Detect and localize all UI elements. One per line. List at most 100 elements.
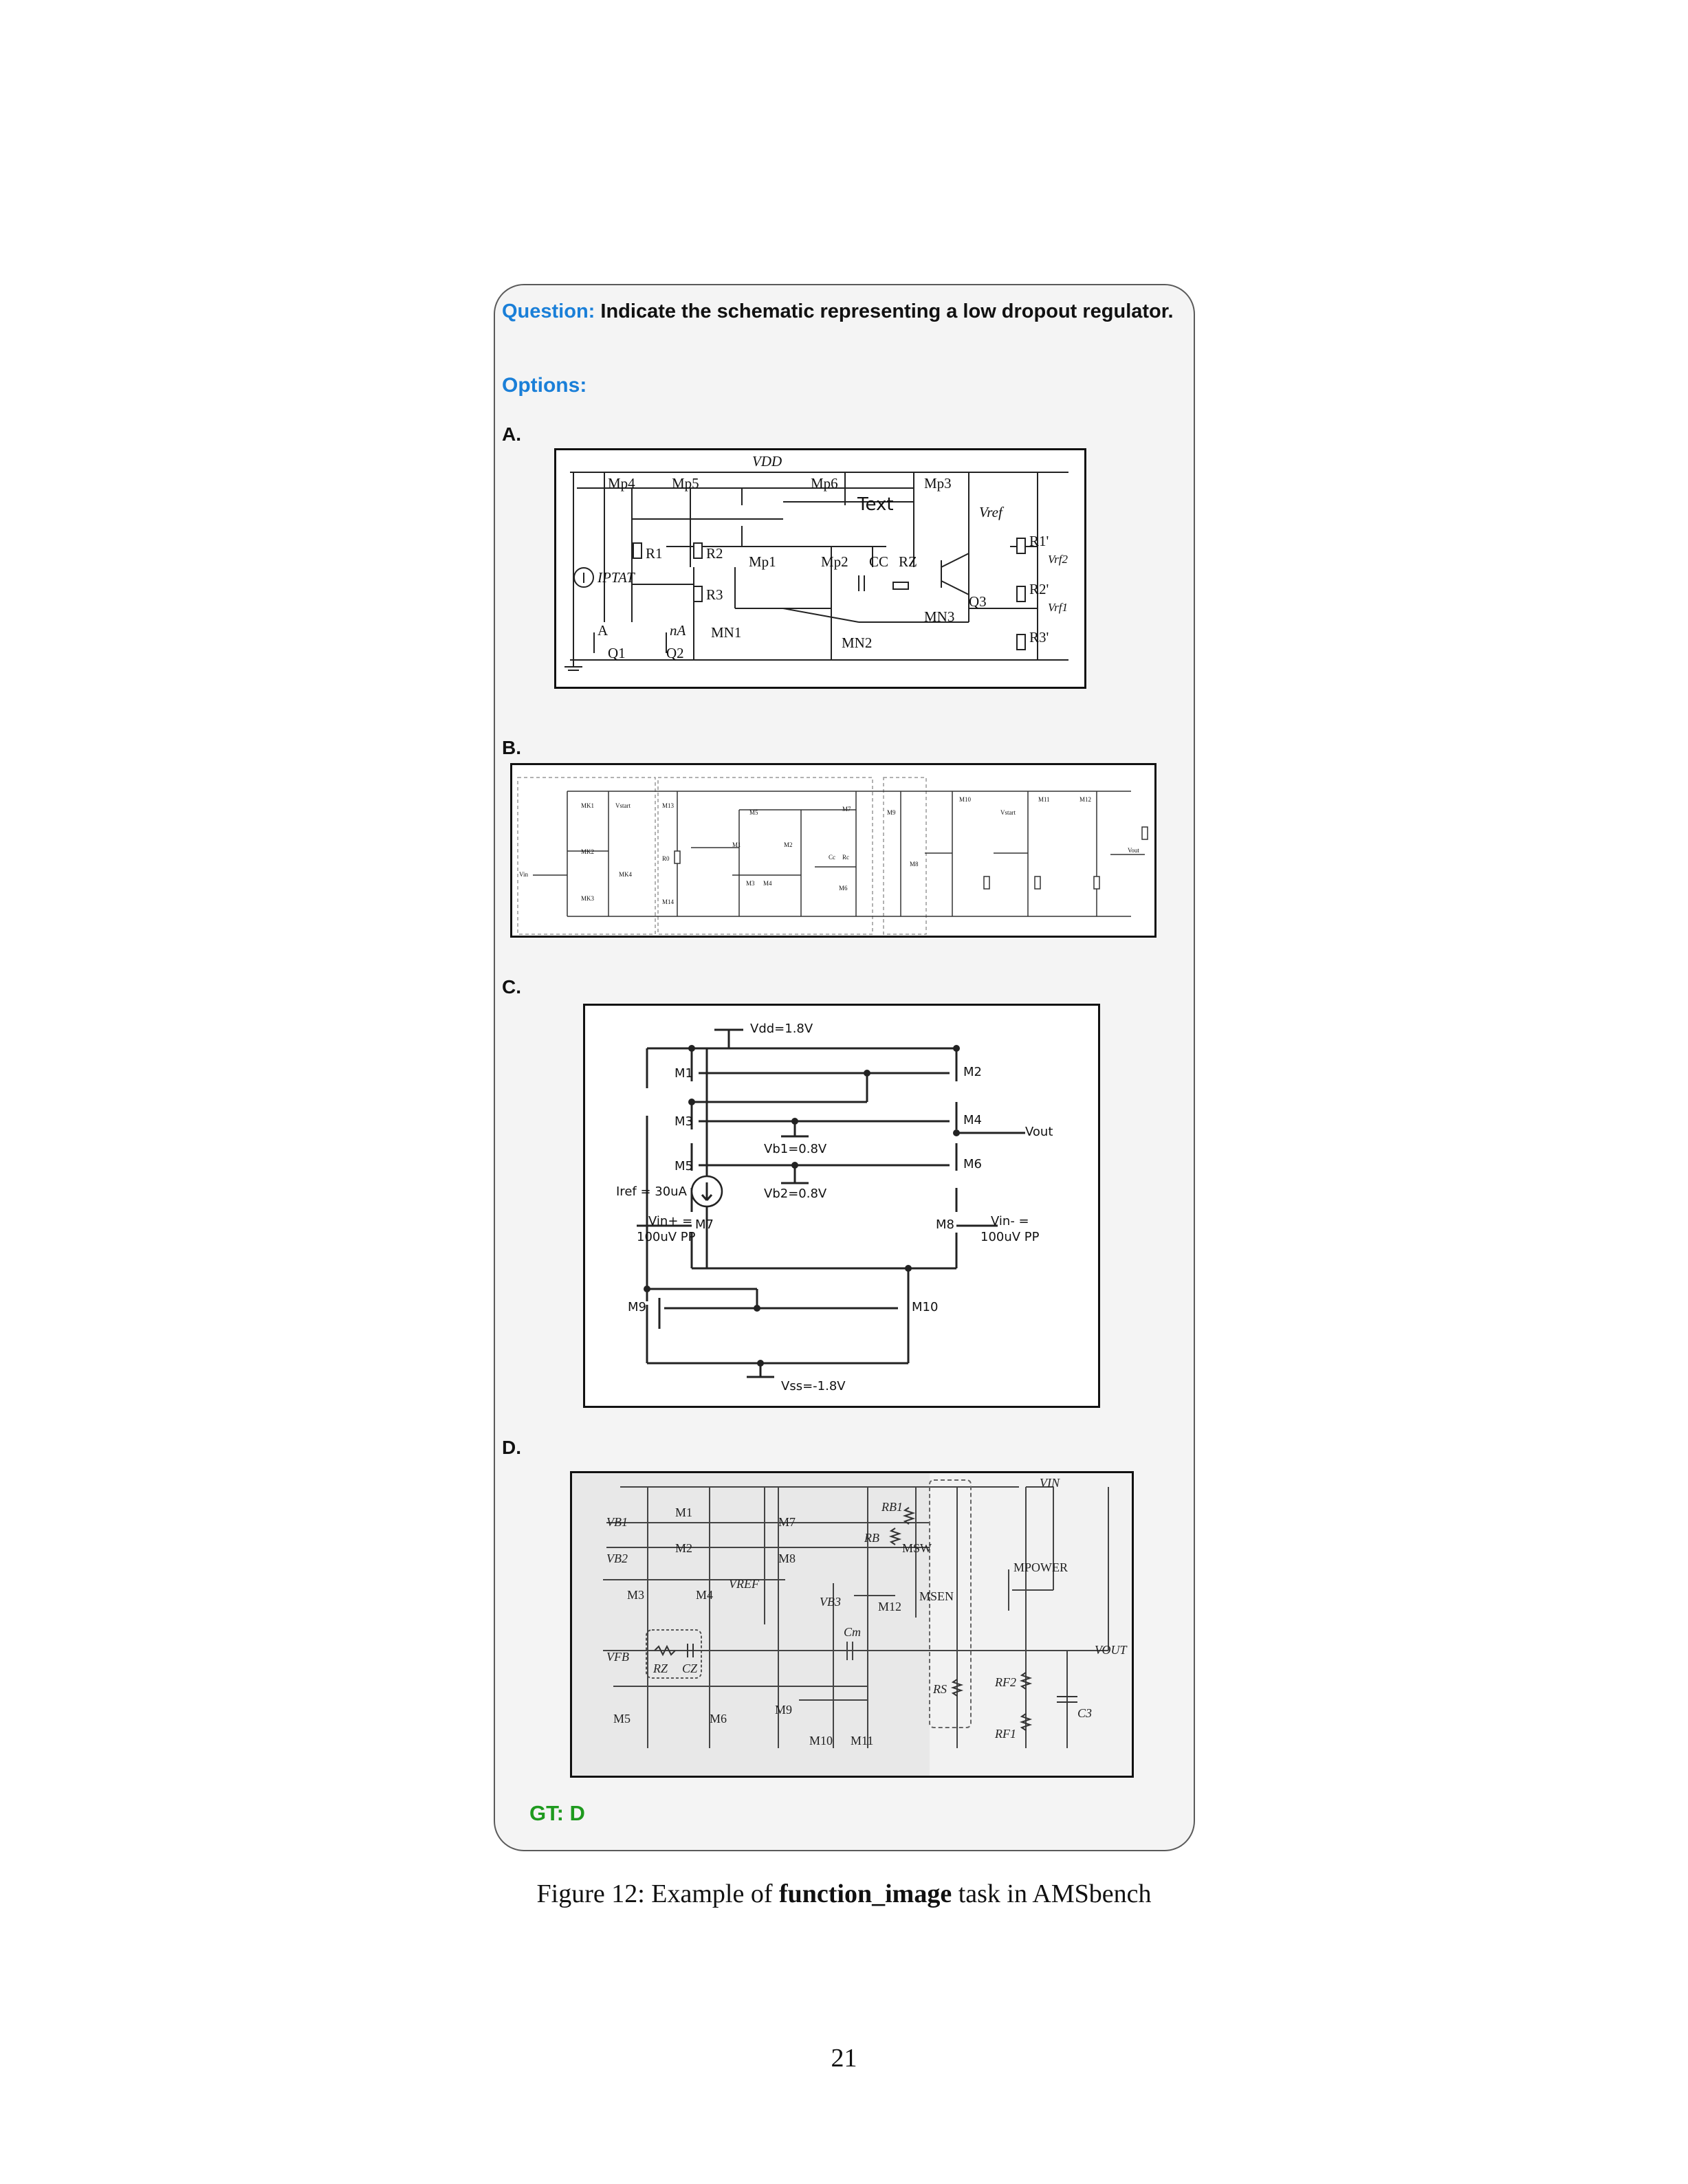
a-vrf1: Vrf1 xyxy=(1048,601,1068,614)
d-vref: VREF xyxy=(729,1577,759,1591)
a-iptat: IPTAT xyxy=(598,569,635,586)
b-m1: M1 xyxy=(732,841,741,848)
d-m7: M7 xyxy=(778,1515,796,1529)
figure-caption: Figure 12: Example of function_image tas… xyxy=(0,1879,1688,1909)
c-vout: Vout xyxy=(1025,1125,1053,1139)
b-vstart2: Vstart xyxy=(1000,809,1016,816)
b-m8: M8 xyxy=(910,861,919,868)
d-msw: MSW xyxy=(902,1541,932,1555)
b-cc: Cc xyxy=(829,854,835,861)
d-m2: M2 xyxy=(675,1541,693,1555)
d-msen: MSEN xyxy=(919,1589,954,1603)
d-vout: VOUT xyxy=(1095,1643,1127,1657)
d-rz: RZ xyxy=(653,1662,668,1675)
d-m4: M4 xyxy=(696,1588,714,1602)
d-m5: M5 xyxy=(613,1712,631,1725)
c-m1: M1 xyxy=(675,1066,693,1081)
b-r0: R0 xyxy=(662,855,670,862)
d-vb1: VB1 xyxy=(606,1515,628,1529)
c-vdd: Vdd=1.8V xyxy=(750,1022,813,1036)
d-m10: M10 xyxy=(809,1734,833,1747)
option-b-schematic[interactable]: MK1 Vstart MK2 MK3 MK4 Vin M13 M14 R0 M1… xyxy=(510,763,1157,938)
option-c-letter: C. xyxy=(502,976,521,997)
a-mp3: Mp3 xyxy=(924,475,952,492)
b-m12: M12 xyxy=(1079,796,1092,803)
d-vb3: VB3 xyxy=(820,1595,841,1609)
d-m6: M6 xyxy=(710,1712,727,1725)
b-mk3: MK3 xyxy=(581,895,595,902)
option-a-schematic[interactable]: VDD Mp4 Mp5 Mp6 Mp3 Text Vref R1 R2 R3 M… xyxy=(554,448,1086,689)
c-m8: M8 xyxy=(936,1217,954,1232)
a-mp6: Mp6 xyxy=(811,475,838,492)
d-vfb: VFB xyxy=(606,1650,629,1664)
b-m13: M13 xyxy=(662,802,675,809)
a-vdd: VDD xyxy=(752,453,782,470)
c-m5: M5 xyxy=(675,1159,693,1173)
option-d-wires xyxy=(572,1473,1132,1776)
b-m10: M10 xyxy=(959,796,972,803)
page-number: 21 xyxy=(831,2044,857,2073)
b-m2: M2 xyxy=(784,841,793,848)
a-r2: R2 xyxy=(706,545,723,562)
d-mpower: MPOWER xyxy=(1013,1560,1068,1574)
d-cm: Cm xyxy=(844,1625,862,1639)
a-r2p: R2' xyxy=(1029,581,1049,597)
d-m12: M12 xyxy=(878,1600,902,1613)
caption-bold: function_image xyxy=(778,1879,952,1908)
a-a: A xyxy=(598,622,609,639)
b-m7: M7 xyxy=(842,806,851,813)
option-b-wires xyxy=(517,777,1148,935)
d-rb1: RB1 xyxy=(881,1500,903,1514)
a-r1p: R1' xyxy=(1029,533,1049,549)
option-b-letter: B. xyxy=(502,737,521,758)
a-mp2: Mp2 xyxy=(821,553,848,570)
d-m9: M9 xyxy=(775,1703,793,1717)
option-d-letter: D. xyxy=(502,1437,521,1458)
c-vinp2: 100uV PP xyxy=(637,1230,696,1244)
c-vinm2: 100uV PP xyxy=(980,1230,1040,1244)
c-m7: M7 xyxy=(695,1217,714,1232)
options-label: Options: xyxy=(502,374,587,397)
a-r1: R1 xyxy=(646,545,663,562)
d-rb: RB xyxy=(864,1531,879,1545)
question-label: Question: xyxy=(502,300,595,322)
c-vinp1: Vin+ = xyxy=(648,1214,693,1228)
d-rs: RS xyxy=(933,1682,947,1696)
option-c-schematic[interactable]: Vdd=1.8V M1 M2 M3 M4 M5 M6 M7 M8 M9 M10 … xyxy=(583,1004,1100,1408)
a-r3p: R3' xyxy=(1029,629,1049,646)
c-m10: M10 xyxy=(912,1300,939,1314)
d-m1: M1 xyxy=(675,1505,693,1519)
caption-prefix: Figure 12: Example of xyxy=(536,1879,779,1908)
b-m6: M6 xyxy=(839,885,848,892)
option-c-wires xyxy=(637,1028,1025,1378)
a-mp4: Mp4 xyxy=(608,475,635,492)
a-q2: Q2 xyxy=(666,645,684,661)
c-vinm1: Vin- = xyxy=(991,1214,1029,1228)
b-vin: Vin xyxy=(519,871,528,878)
b-vstart: Vstart xyxy=(615,802,631,809)
b-m11: M11 xyxy=(1038,796,1050,803)
option-d-schematic[interactable]: VB1 VB2 M1 M2 M3 M4 M5 M6 M7 M8 M9 M10 M… xyxy=(570,1471,1134,1778)
a-mn3: MN3 xyxy=(924,608,955,625)
c-m2: M2 xyxy=(963,1065,982,1079)
a-mn2: MN2 xyxy=(842,635,873,651)
a-r3: R3 xyxy=(706,586,723,603)
b-m9: M9 xyxy=(887,809,896,816)
d-m11: M11 xyxy=(851,1734,874,1747)
b-rc: Rc xyxy=(842,854,849,861)
a-mp1: Mp1 xyxy=(749,553,776,570)
c-vb1: Vb1=0.8V xyxy=(764,1142,827,1156)
c-m6: M6 xyxy=(963,1157,982,1171)
d-vin: VIN xyxy=(1040,1476,1060,1490)
a-vref: Vref xyxy=(979,504,1002,520)
a-vrf2: Vrf2 xyxy=(1048,553,1068,566)
a-cc: CC xyxy=(869,553,889,570)
d-rf1: RF1 xyxy=(995,1727,1016,1741)
c-vss: Vss=-1.8V xyxy=(781,1379,846,1393)
b-m4: M4 xyxy=(763,880,772,887)
d-vb2: VB2 xyxy=(606,1552,628,1565)
b-mk4: MK4 xyxy=(619,871,633,878)
a-mn1: MN1 xyxy=(711,624,742,641)
a-na: nA xyxy=(670,622,686,639)
d-m8: M8 xyxy=(778,1552,796,1565)
